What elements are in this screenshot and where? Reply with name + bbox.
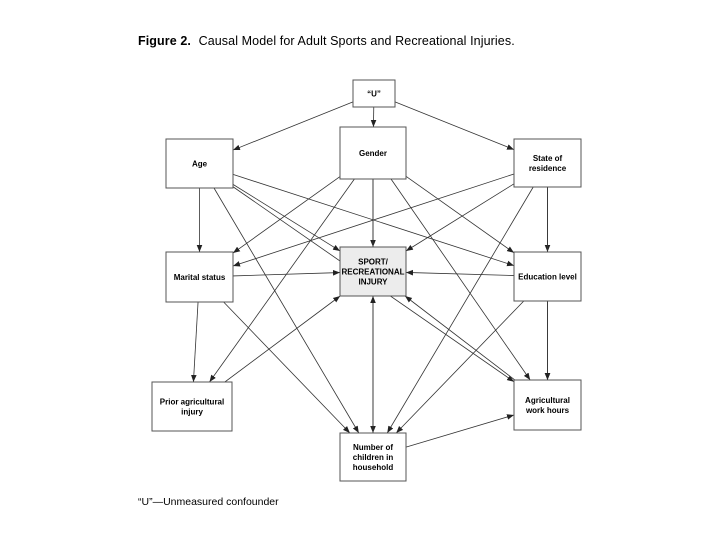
node-state-box: [513, 138, 582, 188]
node-age-box: [165, 138, 234, 189]
node-u-box: [352, 79, 396, 108]
node-agwork-label: Agricultural: [525, 396, 570, 405]
edge-agwork-to-injury: [404, 295, 516, 381]
node-education: Education level: [513, 251, 582, 302]
node-gender-label: Gender: [359, 149, 387, 158]
node-agwork-label: work hours: [525, 406, 570, 415]
footnote: “U”—Unmeasured confounder: [138, 496, 279, 508]
node-children-box: [339, 432, 407, 482]
node-children-label: Number of: [353, 443, 393, 452]
edges-layer: [193, 102, 547, 447]
node-prior-box: [151, 381, 233, 432]
node-age: Age: [165, 138, 234, 189]
node-children-label: children in: [353, 453, 394, 462]
edge-state-to-marital: [232, 173, 515, 267]
node-u-label: “U”: [367, 90, 381, 99]
node-gender-box: [339, 126, 407, 180]
edge-marital-to-prior: [191, 301, 199, 383]
edge-age-to-injury: [232, 184, 341, 252]
node-marital: Marital status: [165, 251, 234, 303]
edge-state-to-children: [386, 186, 534, 434]
node-injury-box: [339, 246, 407, 297]
node-agwork-box: [513, 379, 582, 431]
node-education-box: [513, 251, 582, 302]
edge-u-to-state: [394, 101, 515, 150]
figure-title: Causal Model for Adult Sports and Recrea…: [198, 34, 515, 48]
node-injury-label: INJURY: [358, 278, 388, 287]
edge-u-to-age: [232, 101, 354, 151]
figure-caption: Figure 2. Causal Model for Adult Sports …: [138, 34, 515, 48]
edge-gender-to-education: [405, 176, 515, 254]
edge-marital-to-children: [223, 301, 351, 434]
node-prior-label: Prior agricultural: [160, 398, 224, 407]
node-marital-label: Marital status: [174, 273, 226, 282]
node-u: “U”: [352, 79, 396, 108]
edge-children-to-agwork: [405, 414, 515, 448]
edge-gender-to-agwork: [390, 178, 531, 381]
node-injury-label: SPORT/: [358, 258, 389, 267]
edge-gender-to-marital: [232, 176, 341, 254]
node-state-label: residence: [529, 164, 567, 173]
edge-marital-to-injury: [232, 269, 341, 277]
node-age-label: Age: [192, 160, 208, 169]
edge-education-to-children: [395, 300, 525, 434]
node-state-label: State of: [533, 154, 563, 163]
node-children-label: household: [353, 463, 394, 472]
node-injury-label: RECREATIONAL: [342, 268, 405, 277]
edge-age-to-children: [213, 187, 360, 434]
figure-label: Figure 2.: [138, 34, 191, 48]
edge-state-to-injury: [405, 183, 515, 252]
edge-education-to-injury: [405, 269, 515, 276]
edge-gender-to-prior: [209, 178, 355, 383]
node-education-label: Education level: [518, 273, 577, 282]
edge-prior-to-injury: [224, 295, 341, 383]
node-prior-label: injury: [181, 408, 203, 417]
node-marital-box: [165, 251, 234, 303]
node-gender: Gender: [339, 126, 407, 180]
